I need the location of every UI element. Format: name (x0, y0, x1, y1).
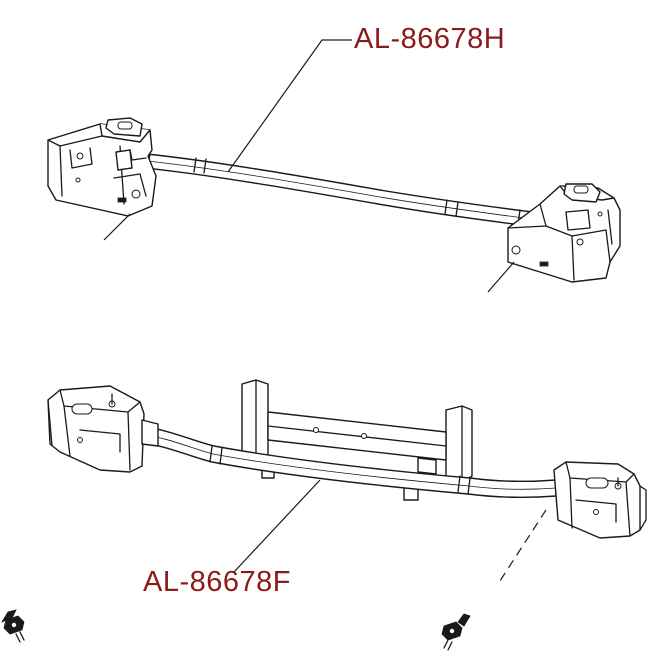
top-crossbar (125, 151, 549, 229)
part-number-label-bottom: AL-86678F (143, 566, 291, 598)
bottom-right-dashed-leader (497, 509, 547, 585)
bottom-leader-to-label (233, 479, 321, 573)
top-left-bracket-leader (103, 213, 131, 241)
bottom-right-bracket (553, 461, 647, 539)
bottom-assembly (47, 379, 647, 585)
top-left-bracket (47, 117, 157, 217)
top-leader-to-label (227, 39, 352, 173)
part-number-label-top: AL-86678H (354, 23, 506, 55)
top-right-bracket (507, 183, 621, 283)
bottom-left-bracket (47, 385, 159, 473)
bolt-icon (1, 609, 25, 643)
bolt-icon (441, 613, 471, 651)
top-right-bracket-leader (487, 261, 515, 293)
top-assembly (47, 39, 621, 293)
bottom-center-frame (241, 379, 473, 501)
